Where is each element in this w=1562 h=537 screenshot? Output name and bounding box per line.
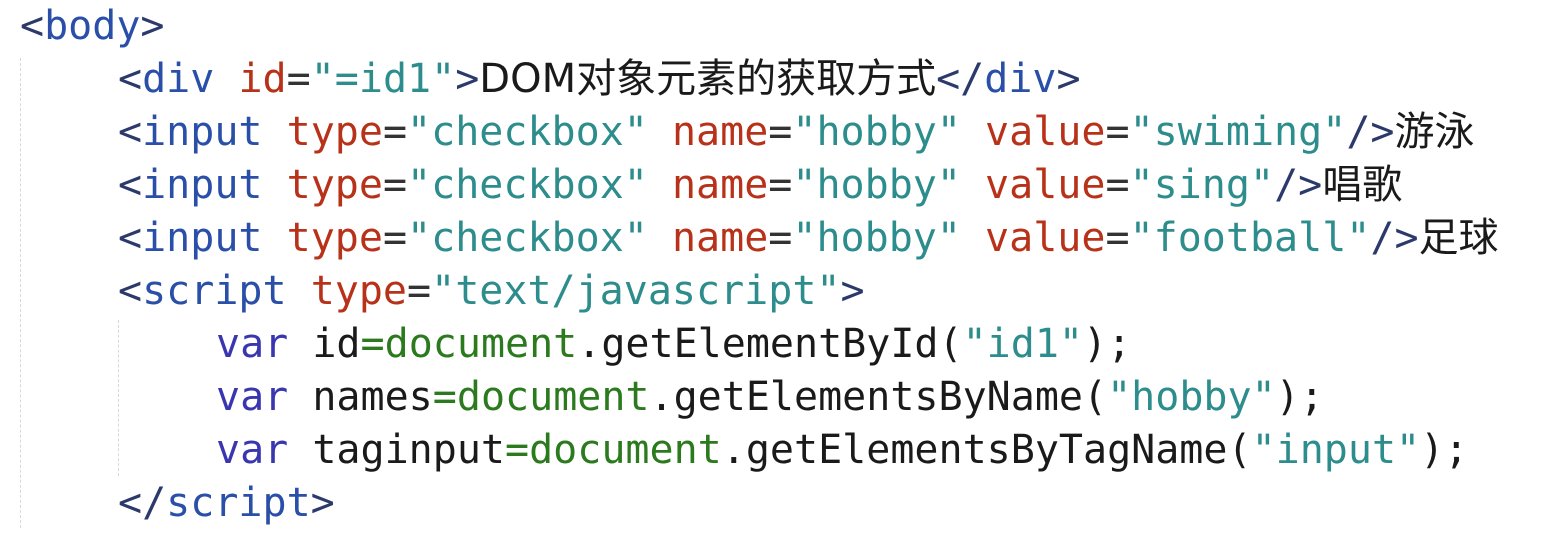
attribute-name: value <box>985 162 1106 208</box>
equals: = <box>1105 215 1130 261</box>
bracket: </ <box>118 480 167 526</box>
code-line-3[interactable]: <input type="checkbox" name="hobby" valu… <box>118 106 1474 159</box>
object-name: document <box>456 374 650 420</box>
operator: = <box>360 321 385 367</box>
attribute-name: name <box>671 109 769 155</box>
attribute-value: "swiming" <box>1129 109 1347 155</box>
attribute-value: "=id1" <box>310 56 456 102</box>
tag-name: input <box>142 109 263 155</box>
identifier: id <box>312 321 361 367</box>
string-literal: "hobby" <box>1107 374 1276 420</box>
bracket: </ <box>936 56 985 102</box>
bracket: < <box>118 109 143 155</box>
equals: = <box>382 109 408 155</box>
attribute-value: "text/javascript" <box>431 268 841 314</box>
attribute-name: value <box>985 109 1106 155</box>
element-text: 唱歌 <box>1322 162 1403 208</box>
operator: = <box>505 427 530 473</box>
attribute-name: name <box>671 162 769 208</box>
equals: = <box>382 215 408 261</box>
attribute-name: type <box>286 162 383 208</box>
code-line-5[interactable]: <input type="checkbox" name="hobby" valu… <box>118 212 1499 265</box>
equals: = <box>407 268 432 314</box>
attribute-value: "checkbox" <box>407 109 648 155</box>
bracket: > <box>140 3 165 49</box>
tag-name: body <box>44 3 141 49</box>
equals: = <box>286 56 311 102</box>
method-call: .getElementsByName( <box>649 374 1108 420</box>
attribute-value: "checkbox" <box>407 215 648 261</box>
identifier: names <box>312 374 433 420</box>
bracket: /> <box>1346 109 1395 155</box>
attribute-value: "hobby" <box>792 109 961 155</box>
keyword: var <box>216 321 289 367</box>
equals: = <box>768 162 793 208</box>
code-line-7[interactable]: var id=document.getElementById("id1"); <box>216 318 1131 371</box>
attribute-name: type <box>310 268 408 314</box>
element-text: 足球 <box>1418 215 1499 261</box>
keyword: var <box>216 374 289 420</box>
attribute-value: "checkbox" <box>407 162 648 208</box>
code-line-10[interactable]: </script> <box>118 477 335 530</box>
object-name: document <box>384 321 578 367</box>
equals: = <box>1105 162 1130 208</box>
tag-name: input <box>142 162 263 208</box>
equals: = <box>1105 109 1130 155</box>
code-line-4[interactable]: <input type="checkbox" name="hobby" valu… <box>118 159 1402 212</box>
call-end: ); <box>1275 374 1324 420</box>
equals: = <box>768 215 793 261</box>
code-line-2[interactable]: <div id="=id1">DOM对象元素的获取方式</div> <box>118 53 1081 106</box>
bracket: > <box>310 480 335 526</box>
method-call: .getElementsByTagName( <box>721 427 1252 473</box>
tag-name: script <box>142 268 287 314</box>
tag-name: div <box>984 56 1057 102</box>
tag-name: div <box>142 56 215 102</box>
bracket: < <box>118 162 143 208</box>
attribute-value: "football" <box>1129 215 1371 261</box>
bracket: > <box>1056 56 1081 102</box>
bracket: < <box>118 56 143 102</box>
bracket: < <box>118 268 143 314</box>
code-line-9[interactable]: var taginput=document.getElementsByTagNa… <box>216 424 1468 477</box>
indent-guide-body <box>20 58 21 528</box>
bracket: < <box>118 215 143 261</box>
tag-name: input <box>142 215 263 261</box>
attribute-name: value <box>985 215 1106 261</box>
attribute-value: "sing" <box>1129 162 1275 208</box>
attribute-name: name <box>671 215 769 261</box>
string-literal: "id1" <box>962 321 1083 367</box>
attribute-name: type <box>286 109 383 155</box>
bracket: /> <box>1274 162 1323 208</box>
tag-name: script <box>166 480 311 526</box>
call-end: ); <box>1420 427 1469 473</box>
string-literal: "input" <box>1251 427 1421 473</box>
bracket: < <box>20 3 45 49</box>
attribute-name: type <box>286 215 383 261</box>
element-text: DOM对象元素的获取方式 <box>479 56 937 102</box>
code-line-1[interactable]: <body> <box>20 0 165 53</box>
object-name: document <box>529 427 722 473</box>
method-call: .getElementById( <box>577 321 963 367</box>
equals: = <box>768 109 793 155</box>
attribute-name: id <box>238 56 287 102</box>
call-end: ); <box>1083 321 1132 367</box>
bracket: /> <box>1370 215 1419 261</box>
attribute-value: "hobby" <box>792 162 961 208</box>
indent-guide-script <box>118 320 119 476</box>
element-text: 游泳 <box>1394 109 1475 155</box>
keyword: var <box>216 427 289 473</box>
identifier: taginput <box>312 427 505 473</box>
operator: = <box>432 374 457 420</box>
bracket: > <box>840 268 865 314</box>
code-line-8[interactable]: var names=document.getElementsByName("ho… <box>216 371 1324 424</box>
equals: = <box>382 162 408 208</box>
bracket: > <box>455 56 480 102</box>
code-line-6[interactable]: <script type="text/javascript"> <box>118 265 865 318</box>
attribute-value: "hobby" <box>792 215 961 261</box>
